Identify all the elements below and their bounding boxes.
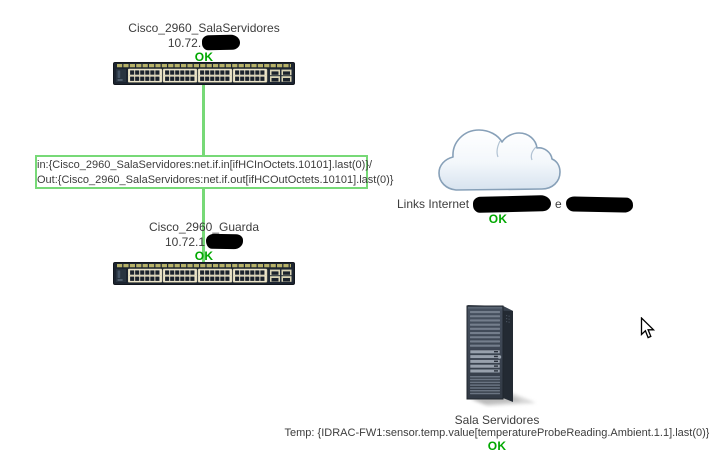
redacted-ip-blob — [202, 34, 241, 51]
node-switch-sala[interactable]: Cisco_2960_SalaServidores 10.72. OK — [104, 21, 304, 64]
server-room-status: OK — [487, 439, 507, 453]
node-switch-guarda-name: Cisco_2960_Guarda — [148, 220, 260, 234]
ip-text: 10.72. — [167, 35, 202, 50]
node-internet-links[interactable]: Links Internet e — [397, 195, 633, 213]
cisco-2960-switch-icon[interactable] — [113, 62, 295, 85]
link-label-out: Out:{Cisco_2960_SalaServidores:net.if.ou… — [37, 174, 394, 186]
mouse-cursor-icon — [640, 317, 656, 339]
server-room-name: Sala Servidores — [454, 413, 540, 427]
redacted-link-name-blob — [565, 195, 633, 213]
node-server-room[interactable]: Sala Servidores Temp: {IDRAC-FW1:sensor.… — [277, 413, 709, 453]
link-label-box[interactable]: in:{Cisco_2960_SalaServidores:net.if.in[… — [35, 155, 394, 189]
node-switch-sala-ip: 10.72. — [104, 34, 304, 51]
link-label-in: in:{Cisco_2960_SalaServidores:net.if.in[… — [37, 159, 373, 171]
internet-label-connector: e — [555, 197, 562, 211]
internet-label-prefix: Links Internet — [397, 197, 470, 211]
node-internet-status: OK — [488, 212, 508, 226]
cloud-icon[interactable] — [436, 122, 564, 196]
rack-server-icon[interactable] — [458, 302, 540, 408]
node-switch-guarda-ip: 10.72.1 — [104, 233, 304, 250]
ip-text: 10.72.1 — [164, 234, 206, 249]
server-room-temp: Temp: {IDRAC-FW1:sensor.temp.value[tempe… — [284, 427, 709, 439]
redacted-link-name-blob — [472, 195, 552, 213]
redacted-ip-blob — [205, 233, 244, 250]
node-switch-sala-status: OK — [194, 50, 214, 64]
cisco-2960-switch-icon[interactable] — [113, 262, 295, 285]
node-switch-sala-name: Cisco_2960_SalaServidores — [128, 21, 280, 35]
node-switch-guarda[interactable]: Cisco_2960_Guarda 10.72.1 OK — [104, 220, 304, 263]
node-switch-guarda-status: OK — [194, 249, 214, 263]
